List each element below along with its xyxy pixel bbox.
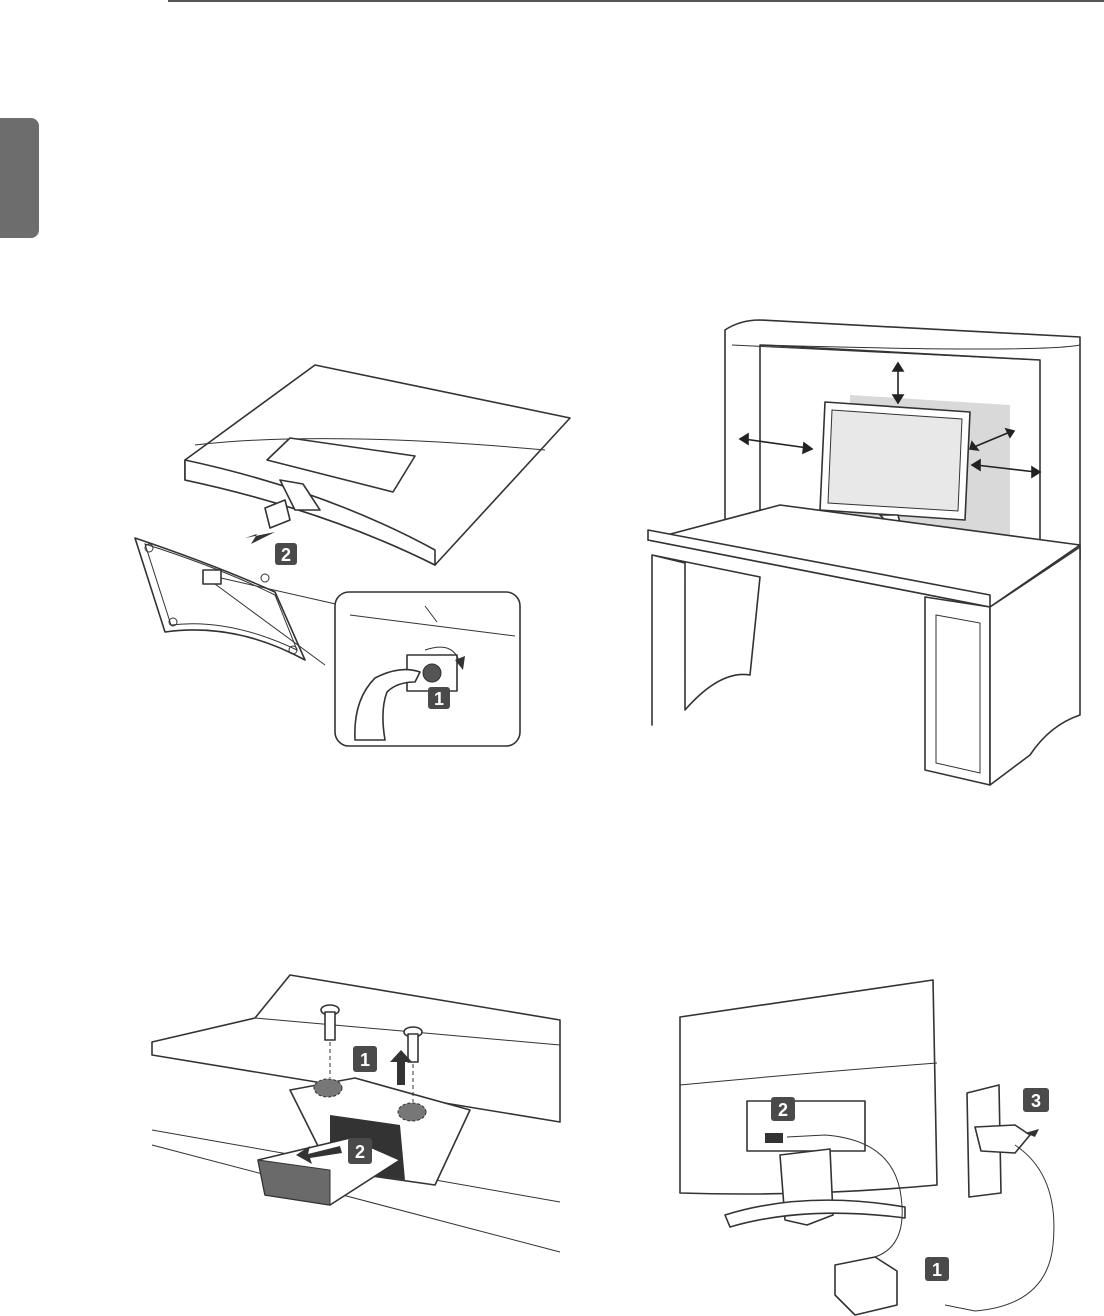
stand-connector <box>265 500 290 528</box>
pull-arrow-icon <box>245 532 275 544</box>
stand-base-removal-illustration: 2 1 <box>125 360 585 750</box>
rear-stand-base <box>725 1200 905 1227</box>
screw-hole <box>398 1103 426 1121</box>
step-badge-2: 2 <box>348 1138 372 1164</box>
step-badge-1: 1 <box>353 1046 377 1072</box>
desk-left-leg <box>652 555 760 725</box>
step-number: 1 <box>932 1260 942 1280</box>
port-panel <box>747 1101 865 1151</box>
power-connection-illustration: 2 1 3 <box>675 975 1095 1315</box>
step-badge-1: 1 <box>428 687 450 709</box>
step-number: 2 <box>355 1142 365 1162</box>
ventilation-clearance-illustration <box>640 315 1090 790</box>
header-rule <box>168 0 1104 2</box>
step-badge-3: 3 <box>1023 1088 1049 1112</box>
dc-in-port <box>765 1133 783 1143</box>
stand-body-removal-illustration: 1 2 <box>150 970 565 1255</box>
step-number: 2 <box>778 1100 788 1120</box>
step-badge-2: 2 <box>275 543 297 565</box>
power-plug <box>975 1125 1030 1153</box>
screw-icon <box>423 664 441 682</box>
screw-hole <box>314 1079 342 1097</box>
chapter-tab <box>0 118 39 238</box>
power-adapter <box>835 1257 897 1315</box>
step-number: 1 <box>360 1050 370 1070</box>
base-screw-plate <box>203 570 221 584</box>
step-number: 3 <box>1031 1091 1041 1111</box>
step-badge-1: 1 <box>925 1257 949 1281</box>
step-number: 2 <box>281 545 291 565</box>
step-number: 1 <box>434 689 444 709</box>
step-badge-2: 2 <box>771 1097 795 1121</box>
